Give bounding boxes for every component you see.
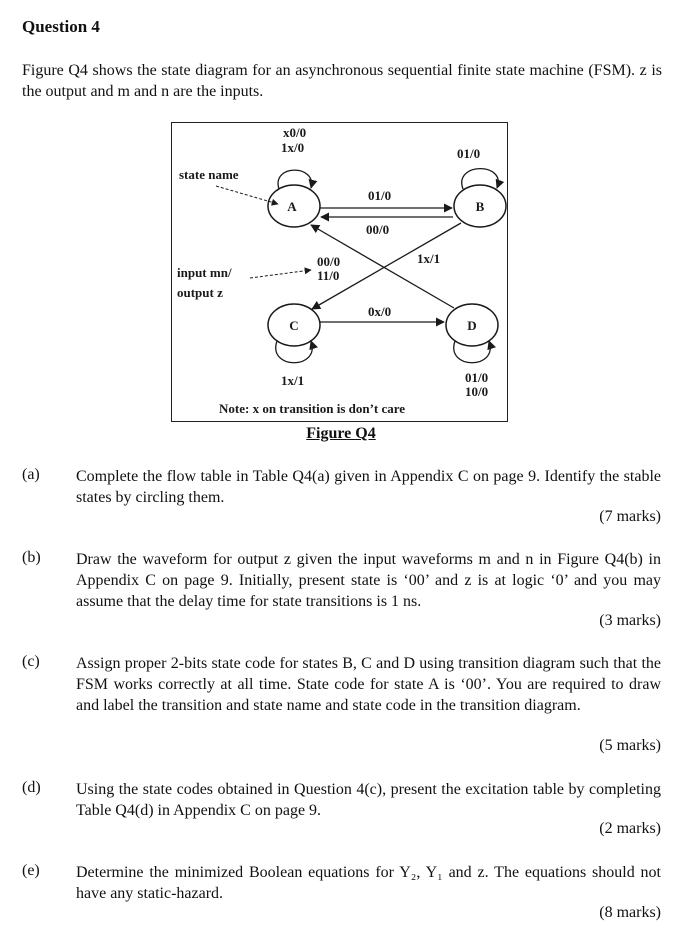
label-c-self: 1x/1 (281, 373, 304, 388)
part-b-letter: (b) (22, 549, 41, 566)
state-diagram: A B C D x0/0 1x/0 01/0 01/0 00/0 00/0 11… (177, 125, 507, 416)
state-c-circle (267, 303, 321, 347)
self-loop-a (277, 169, 318, 190)
label-b-self: 01/0 (457, 146, 480, 161)
state-c-label: C (289, 318, 298, 333)
label-to-a-1: 00/0 (317, 254, 340, 269)
label-a-self-1: x0/0 (283, 125, 306, 140)
state-b-label: B (476, 199, 485, 214)
part-a-marks: (7 marks) (599, 508, 661, 525)
self-loop-b (461, 168, 505, 190)
part-d-marks: (2 marks) (599, 820, 661, 837)
state-d-circle (445, 303, 499, 347)
part-d-letter: (d) (22, 779, 41, 796)
part-e-letter: (e) (22, 862, 40, 879)
part-c-letter: (c) (22, 653, 40, 670)
state-name-callout (215, 185, 279, 206)
transition-b-to-c (311, 222, 462, 310)
label-b-to-a: 00/0 (366, 222, 389, 237)
output-z-label: output z (177, 285, 223, 300)
label-to-a-2: 11/0 (317, 268, 339, 283)
part-a-text: Complete the flow table in Table Q4(a) g… (76, 468, 661, 506)
label-d-self-1: 01/0 (465, 370, 488, 385)
question-intro: Figure Q4 shows the state diagram for an… (22, 62, 662, 100)
input-output-callout (249, 267, 312, 279)
label-c-to-d: 0x/0 (368, 304, 391, 319)
part-c-marks: (5 marks) (599, 737, 661, 754)
input-mn-label: input mn/ (177, 265, 232, 280)
question-heading: Question 4 (22, 17, 100, 36)
part-e-text: Determine the minimized Boolean equation… (76, 864, 661, 902)
transition-d-to-a (310, 224, 455, 309)
state-a-label: A (287, 199, 297, 214)
figure-caption: Figure Q4 (306, 425, 376, 442)
part-b-marks: (3 marks) (599, 612, 661, 629)
label-d-self-2: 10/0 (465, 384, 488, 399)
self-loop-d (453, 340, 496, 364)
part-e-marks: (8 marks) (599, 904, 661, 921)
part-d-text: Using the state codes obtained in Questi… (76, 781, 661, 819)
figure-note: Note: x on transition is don’t care (219, 401, 405, 416)
state-d-label: D (467, 318, 476, 333)
figure-frame (171, 122, 508, 422)
part-a-letter: (a) (22, 466, 40, 483)
self-loop-c (275, 340, 318, 364)
state-name-label: state name (179, 167, 239, 182)
part-c-text: Assign proper 2-bits state code for stat… (76, 655, 661, 714)
label-a-self-2: 1x/0 (281, 140, 304, 155)
label-a-to-b: 01/0 (368, 188, 391, 203)
state-b-circle (453, 184, 507, 228)
state-a-circle (267, 184, 321, 228)
part-b-text: Draw the waveform for output z given the… (76, 551, 661, 610)
label-b-to-c: 1x/1 (417, 251, 440, 266)
